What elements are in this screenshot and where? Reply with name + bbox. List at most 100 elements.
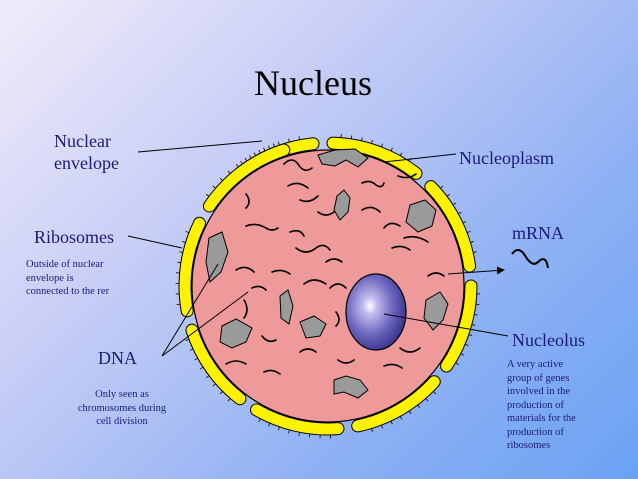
ribosome-tick: [468, 334, 473, 337]
note-line: involved in the: [507, 386, 570, 397]
envelope-segment: [185, 323, 247, 406]
ribosome-tick: [212, 383, 216, 387]
ribosome-tick: [235, 163, 239, 168]
label-nuclear-envelope-line: Nuclear: [54, 131, 111, 151]
ribosome-tick: [399, 416, 403, 420]
ribosome-tick: [462, 221, 467, 224]
ribosome-tick: [350, 135, 353, 139]
note-line: materials for the: [507, 413, 576, 424]
ribosome-tick: [219, 391, 223, 395]
note-line: cell division: [96, 416, 148, 427]
note-line: envelope is: [26, 272, 74, 284]
label-mrna: mRNA: [512, 223, 565, 243]
leader-lines: [127, 140, 509, 357]
envelope-segment: [440, 279, 478, 373]
mrna-strand: [511, 249, 549, 269]
ribosome-tick: [298, 136, 300, 140]
ribosome-tick: [440, 185, 444, 189]
ribosome-tick: [452, 202, 457, 206]
ribosome-tick: [227, 170, 231, 174]
ribosome-tick: [381, 424, 384, 429]
page-title: Nucleus: [254, 63, 372, 103]
ribosome-tick: [185, 339, 190, 342]
note-line: A very active: [507, 359, 563, 370]
note-line: chromosomes during: [77, 402, 167, 414]
nuclear-envelope: [175, 134, 481, 439]
ribosome-tick: [399, 152, 403, 156]
ribosome-tick: [288, 138, 290, 143]
note-line: production of: [507, 399, 564, 411]
note-line: Outside of nuclear: [26, 259, 104, 270]
ribosome-tick: [464, 343, 469, 346]
chromatin-blobs: [205, 148, 449, 399]
note-line: ribosomes: [507, 440, 551, 451]
note-dna: Only seen as chromosomes during cell div…: [62, 388, 182, 429]
ribosome-tick: [371, 428, 373, 432]
ribosome-tick: [258, 418, 261, 423]
ribosome-tick: [417, 404, 421, 409]
nucleus-body: [191, 149, 465, 423]
nucleolus: [345, 273, 407, 351]
note-line: group of genes: [507, 372, 570, 384]
label-ribosomes: Ribosomes: [34, 227, 115, 247]
envelope-segment: [351, 375, 441, 433]
ribosome-tick: [277, 141, 280, 146]
dna-strands: [225, 159, 445, 375]
ribosome-tick: [272, 143, 275, 148]
ribosome-tick: [194, 357, 198, 361]
envelope-segment: [250, 403, 345, 436]
envelope-segment: [178, 216, 206, 318]
ribosome-tick: [298, 432, 300, 436]
ribosome-tick: [177, 261, 181, 264]
ribosome-tick: [425, 398, 429, 402]
ribosome-tick: [361, 137, 363, 141]
label-nuclear-envelope: Nuclear envelope: [54, 130, 119, 174]
ribosome-tick: [205, 193, 210, 197]
ribosome-tick: [474, 314, 478, 316]
ribosome-tick: [408, 410, 412, 415]
ribosome-tick: [455, 362, 459, 365]
ribosome-tick: [219, 177, 223, 181]
ribosome-tick: [390, 420, 393, 425]
ribosome-tick: [466, 230, 471, 233]
ribosome-tick: [185, 230, 190, 233]
envelope-segment: [326, 136, 423, 180]
note-line: connected to the rer: [26, 286, 110, 297]
ribosome-tick: [179, 251, 183, 253]
note-line: Only seen as: [95, 389, 149, 400]
ribosome-tick: [433, 391, 437, 395]
ribosome-tick: [371, 140, 373, 144]
note-ribosomes: Outside of nuclear envelope is connected…: [26, 258, 109, 299]
ribosome-tick: [288, 429, 290, 434]
ribosome-tick: [277, 426, 280, 431]
label-dna: DNA: [98, 348, 137, 368]
ribosome-tick: [182, 241, 186, 243]
ribosome-tick: [446, 193, 451, 197]
ribosome-tick: [227, 398, 231, 402]
ribosome-tick: [381, 143, 384, 148]
ribosome-tick: [390, 147, 393, 152]
ribosome-tick: [268, 145, 271, 150]
ribosome-tick: [199, 366, 204, 370]
label-nucleoplasm: Nucleoplasm: [459, 148, 554, 168]
ribosome-tick: [471, 324, 476, 326]
label-nuclear-envelope-line: envelope: [54, 153, 119, 173]
ribosome-tick: [253, 152, 257, 156]
label-nucleolus: Nucleolus: [512, 330, 585, 350]
ribosome-tick: [263, 147, 266, 152]
ribosome-tick: [473, 251, 477, 253]
ribosome-tick: [205, 375, 210, 379]
ribosome-tick: [460, 353, 465, 356]
ribosome-tick: [212, 185, 216, 189]
ribosome-tick: [268, 422, 271, 427]
ribosome-tick: [189, 348, 194, 351]
note-line: production of: [507, 426, 564, 438]
envelope-segment: [424, 180, 477, 273]
note-nucleolus: A very active group of genes involved in…: [507, 358, 576, 453]
ribosome-tick: [470, 241, 474, 243]
envelope-segment: [202, 143, 291, 213]
ribosome-tick: [244, 157, 248, 162]
ribosome-tick: [458, 211, 462, 215]
